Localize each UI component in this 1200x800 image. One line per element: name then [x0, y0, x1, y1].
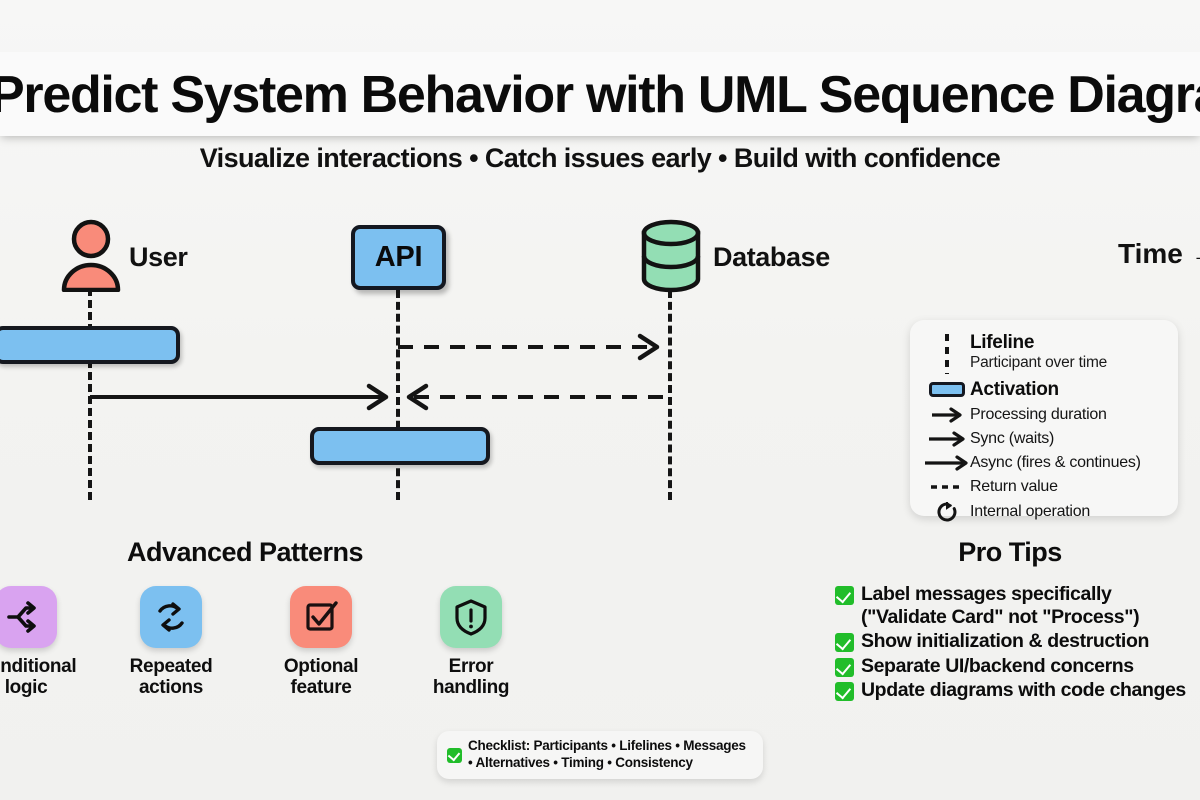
legend-label-return-value: Return value	[970, 478, 1058, 495]
page-title: Predict System Behavior with UML Sequenc…	[0, 66, 1200, 124]
participant-user[interactable]	[58, 218, 124, 293]
activation-bar-user	[0, 326, 180, 364]
activation-bar-api	[310, 427, 490, 465]
legend-label-lifeline: Lifeline	[970, 332, 1035, 353]
pattern-label-error: Error handling	[432, 656, 510, 699]
legend-label-processing-duration: Processing duration	[970, 406, 1107, 423]
legend-row-async: Async (fires & continues)	[924, 451, 1168, 475]
checklist-text: Checklist: Participants • Lifelines • Me…	[468, 738, 746, 770]
tip-text: Separate UI/backend concerns	[861, 654, 1134, 677]
lifeline-api	[396, 290, 400, 500]
tips-section-title: Pro Tips	[958, 537, 1062, 567]
pattern-repeated-actions[interactable]: Repeated actions	[111, 586, 231, 699]
pattern-label-repeated: Repeated actions	[129, 656, 213, 699]
patterns-section-title: Advanced Patterns	[126, 537, 364, 567]
person-icon	[61, 219, 121, 293]
title-band	[0, 52, 1200, 136]
tips-list: Label messages specifically ("Validate C…	[835, 583, 1200, 704]
legend-sublabel-lifeline: Participant over time	[970, 354, 1108, 371]
legend-label-internal-operation: Internal operation	[970, 502, 1091, 520]
message-api-to-database-async	[396, 333, 670, 361]
participant-label-database: Database	[713, 242, 830, 272]
legend-row-internal-operation: Internal operation	[924, 499, 1168, 524]
pattern-tile-conditional	[0, 586, 57, 648]
tip-text: Update diagrams with code changes	[861, 679, 1186, 702]
participant-api[interactable]: API	[351, 225, 446, 290]
legend-row-return-value: Return value	[924, 475, 1168, 499]
check-badge-icon	[835, 633, 854, 653]
legend-row-sync: Sync (waits)	[924, 427, 1168, 451]
check-badge-icon	[447, 747, 462, 763]
pattern-optional-feature[interactable]: Optional feature	[261, 586, 381, 699]
legend-row-activation: Activation	[924, 376, 1168, 403]
pattern-error-handling[interactable]: Error handling	[411, 586, 531, 699]
pattern-tile-optional	[290, 586, 352, 648]
dashed-arrow-icon	[924, 479, 970, 495]
check-badge-icon	[835, 682, 854, 702]
short-solid-arrow-icon	[924, 407, 970, 423]
pattern-label-conditional: Conditional logic	[0, 656, 77, 699]
legend-label-async: Async (fires & continues)	[970, 454, 1141, 471]
message-database-to-api-return	[402, 383, 670, 411]
legend-panel: Lifeline Participant over time Activatio…	[910, 320, 1178, 521]
checklist-pill: Checklist: Participants • Lifelines • Me…	[437, 731, 763, 779]
list-item: Separate UI/backend concerns	[835, 655, 1200, 678]
legend-label-sync: Sync (waits)	[970, 430, 1055, 447]
tip-text: Show initialization & destruction	[861, 630, 1149, 653]
legend-label-activation: Activation	[970, 378, 1059, 400]
list-item: Label messages specifically ("Validate C…	[835, 583, 1200, 628]
pattern-label-optional: Optional feature	[283, 656, 359, 699]
pattern-conditional-logic[interactable]: Conditional logic	[0, 586, 86, 699]
long-solid-arrow-icon	[924, 455, 970, 471]
check-badge-icon	[835, 586, 854, 605]
participant-database[interactable]	[640, 218, 702, 294]
participant-label-user: User	[129, 242, 188, 272]
database-cylinder-icon	[641, 219, 701, 293]
lifeline-database	[668, 290, 672, 500]
message-user-to-api-sync	[88, 383, 400, 411]
tip-text: Label messages specifically ("Validate C…	[861, 583, 1140, 628]
check-badge-icon	[835, 657, 854, 677]
shield-alert-icon	[455, 599, 487, 636]
medium-solid-arrow-icon	[924, 431, 970, 447]
branch-fork-icon	[7, 601, 36, 633]
circular-arrow-icon	[924, 501, 970, 523]
activation-bar-icon	[924, 382, 970, 397]
list-item: Show initialization & destruction	[835, 630, 1200, 653]
dashed-vertical-line-icon	[924, 332, 970, 376]
lifeline-user	[88, 288, 92, 500]
checkbox-checked-icon	[306, 601, 338, 631]
pattern-tile-error	[440, 586, 502, 648]
pattern-tile-repeated	[140, 586, 202, 648]
legend-row-processing-duration: Processing duration	[924, 403, 1168, 427]
loop-refresh-icon	[158, 602, 184, 632]
list-item: Update diagrams with code changes	[835, 679, 1200, 702]
page-subtitle: Visualize interactions • Catch issues ea…	[199, 143, 1001, 173]
time-axis-label: Time →	[1118, 238, 1200, 269]
legend-row-lifeline: Lifeline Participant over time	[924, 332, 1168, 376]
